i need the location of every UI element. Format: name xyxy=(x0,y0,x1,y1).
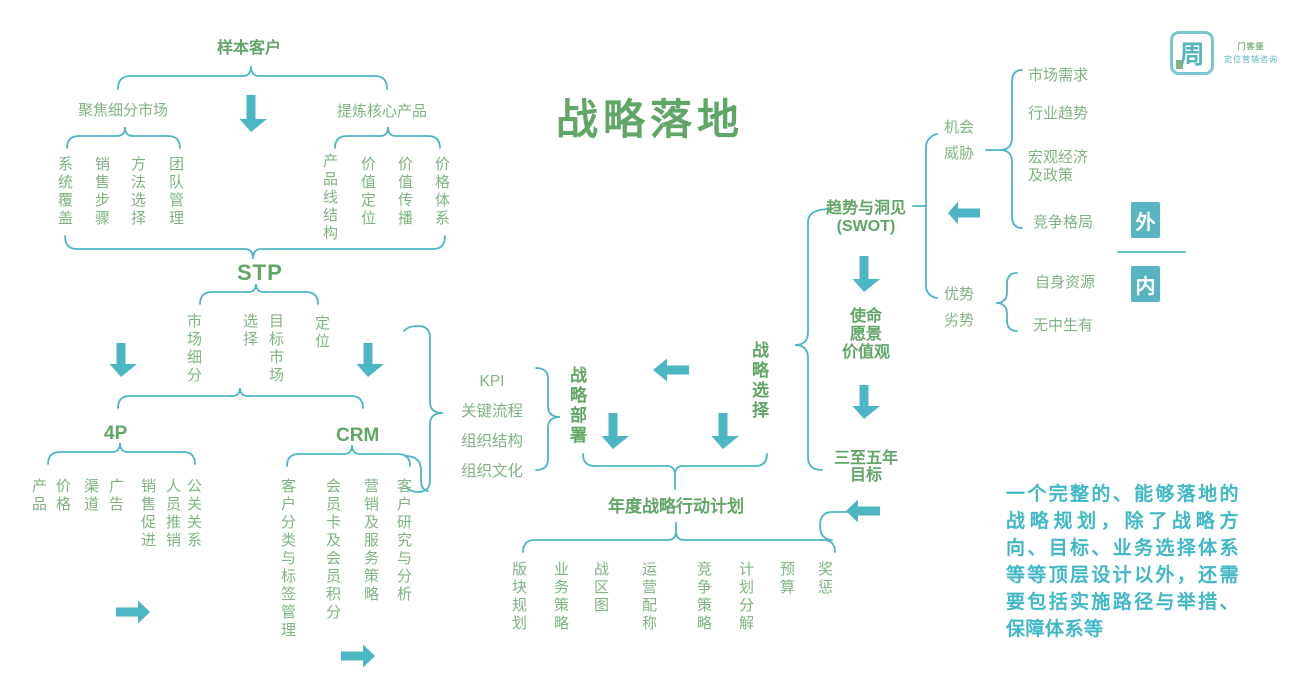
brace-right-cluster xyxy=(794,208,831,471)
node-item: 战区图 xyxy=(592,561,609,615)
brace-internal xyxy=(995,272,1018,332)
brace-under-annual xyxy=(522,522,836,553)
node-item: 销售步骤 xyxy=(93,156,110,228)
node-kpi: KPI xyxy=(479,373,505,390)
logo-seal-icon: 周 xyxy=(1170,31,1214,75)
brace-sample-customer xyxy=(117,65,388,90)
node-market-demand: 市场需求 xyxy=(1028,67,1089,84)
brace-to-stp xyxy=(64,235,446,260)
node-focus-segment: 聚焦细分市场 xyxy=(78,102,169,119)
brace-to-annual xyxy=(582,453,768,490)
node-item: 客户研究与分析 xyxy=(395,478,412,604)
node-strategy-choice: 战略选择 xyxy=(749,341,768,421)
line-swot-junction xyxy=(912,133,938,299)
node-strength-weakness: 优势 劣势 xyxy=(944,286,975,329)
down-arrow xyxy=(239,95,267,132)
elbow-crm-to-brace xyxy=(404,455,429,492)
node-annual-plan: 年度战略行动计划 xyxy=(608,497,744,516)
node-item: 价格体系 xyxy=(433,156,450,228)
down-arrow xyxy=(852,385,880,419)
down-arrow xyxy=(109,343,137,377)
node-org-structure: 组织结构 xyxy=(460,433,523,450)
node-refine-product: 提炼核心产品 xyxy=(337,103,428,120)
node-item: 预算 xyxy=(778,561,795,597)
node-item: 销售促进 xyxy=(139,478,156,550)
node-item: 运营配称 xyxy=(640,561,657,633)
node-item: 渠道 xyxy=(82,478,99,514)
node-item: 业务策略 xyxy=(552,561,569,633)
node-item: 竞争策略 xyxy=(695,561,712,633)
node-item: 价值定位 xyxy=(359,156,376,228)
logo-seal-glyph: 周 xyxy=(1179,41,1205,69)
node-swot: 趋势与洞见 (SWOT) xyxy=(825,200,906,235)
node-item: 广告 xyxy=(107,478,124,514)
brace-under-stp xyxy=(199,283,319,305)
logo-name: 门客堡 xyxy=(1237,42,1265,51)
brace-kpi xyxy=(535,367,561,471)
badge-external: 外 xyxy=(1131,202,1160,238)
logo-tagline: 定位营销咨询 xyxy=(1224,55,1278,64)
right-arrow xyxy=(341,644,375,668)
node-4p: 4P xyxy=(104,423,128,444)
page-title: 战略落地 xyxy=(556,96,745,143)
brace-focus-segment xyxy=(66,126,181,149)
elbow-goal-to-annual xyxy=(819,511,848,541)
node-item: 奖惩 xyxy=(816,561,833,597)
node-item: 版块规划 xyxy=(510,561,527,633)
node-item: 市场细分 xyxy=(185,313,202,385)
left-arrow xyxy=(846,499,880,523)
summary-note: 一个完整的、能够落地的战略规划，除了战略方向、目标、业务选择体系等等顶层设计以外… xyxy=(1006,484,1239,640)
brace-external xyxy=(985,69,1023,229)
node-item: 选择 目标市场 xyxy=(241,313,284,385)
down-arrow xyxy=(852,256,880,292)
node-mission-vision: 使命 愿景 价值观 xyxy=(841,308,890,361)
node-own-resources: 自身资源 xyxy=(1035,274,1096,291)
left-arrow xyxy=(948,201,980,225)
badge-internal: 内 xyxy=(1131,266,1160,302)
node-industry-trend: 行业趋势 xyxy=(1028,105,1089,122)
node-item: 会员卡及会员积分 xyxy=(324,478,341,622)
node-strategy-deploy: 战略部署 xyxy=(567,366,586,446)
node-item: 产品 xyxy=(30,478,47,514)
down-arrow xyxy=(601,413,629,449)
node-org-culture: 组织文化 xyxy=(460,463,523,480)
node-item: 定位 xyxy=(313,315,330,351)
node-item: 计划分解 xyxy=(737,561,754,633)
node-sample-customer: 样本客户 xyxy=(217,40,282,57)
brace-under-crm xyxy=(286,444,411,467)
node-item: 公关关系 xyxy=(185,478,202,550)
brace-under-4p xyxy=(47,442,196,465)
node-competition-landscape: 竞争格局 xyxy=(1033,214,1094,231)
node-stp: STP xyxy=(237,260,283,285)
node-key-process: 关键流程 xyxy=(460,403,523,420)
node-from-nothing: 无中生有 xyxy=(1033,317,1094,334)
node-item: 团队管理 xyxy=(167,156,184,228)
node-opportunity-threat: 机会 威胁 xyxy=(944,119,975,162)
brace-left-cluster xyxy=(403,325,444,493)
node-item: 客户分类与标签管理 xyxy=(279,478,296,640)
node-macro-economy: 宏观经济 及政策 xyxy=(1028,149,1089,184)
brace-to-4p-crm xyxy=(117,387,364,409)
node-item: 方法选择 xyxy=(129,156,146,228)
node-item: 产品线结构 xyxy=(321,153,338,243)
logo-wordmark: 门客堡 定位营销咨询 xyxy=(1224,41,1278,65)
node-item: 人员推销 xyxy=(164,478,181,550)
down-arrow xyxy=(356,343,384,377)
node-3-5-year-goal: 三至五年 目标 xyxy=(833,450,898,484)
node-item: 系统覆盖 xyxy=(56,156,73,228)
node-item: 价值传播 xyxy=(396,156,413,228)
left-arrow xyxy=(653,358,689,382)
node-crm: CRM xyxy=(336,425,380,446)
company-logo: 周 门客堡 定位营销咨询 xyxy=(1170,31,1278,75)
brace-refine-product xyxy=(334,126,441,149)
node-item: 价格 xyxy=(54,478,71,514)
node-item: 营销及服务策略 xyxy=(362,478,379,604)
right-arrow xyxy=(116,600,150,624)
down-arrow xyxy=(711,413,739,449)
